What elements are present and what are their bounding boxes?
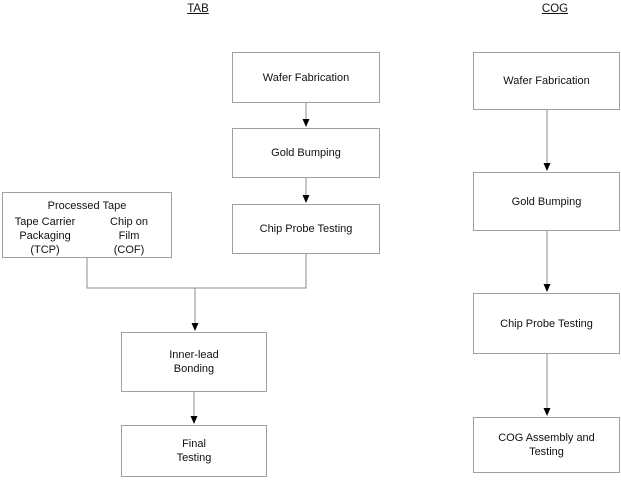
node-cog-chip-probe-testing: Chip Probe Testing <box>473 293 620 354</box>
arrowhead-tab-wafer-to-gold <box>302 119 310 127</box>
arrowhead-tab-innerlead-to-final <box>190 416 198 424</box>
node-label: Chip Probe Testing <box>259 223 353 235</box>
tab-column-heading: TAB <box>187 3 209 15</box>
node-label: Inner-lead Bonding <box>169 349 219 375</box>
arrowhead-cog-gold-to-chip <box>543 284 551 292</box>
processed-tape-option-tcp: Tape Carrier Packaging (TCP) <box>14 216 76 256</box>
node-tab-wafer-fabrication: Wafer Fabrication <box>232 52 380 103</box>
connector-tab-merge <box>86 254 307 289</box>
node-tab-inner-lead-bonding: Inner-lead Bonding <box>121 332 267 392</box>
node-cog-wafer-fabrication: Wafer Fabrication <box>473 52 620 110</box>
node-tab-chip-probe-testing: Chip Probe Testing <box>232 204 380 254</box>
cog-column-heading: COG <box>541 3 569 15</box>
node-label: Chip Probe Testing <box>500 317 593 330</box>
node-tab-processed-tape: Processed Tape Tape Carrier Packaging (T… <box>2 192 172 258</box>
node-cog-gold-bumping: Gold Bumping <box>473 172 620 231</box>
node-label: Gold Bumping <box>511 195 582 208</box>
node-label: Gold Bumping <box>271 147 341 159</box>
node-label: Final Testing <box>176 438 212 464</box>
arrowhead-tab-gold-to-chip <box>302 195 310 203</box>
node-tab-final-testing: Final Testing <box>121 425 267 477</box>
node-label: Wafer Fabrication <box>262 71 350 84</box>
node-label: Wafer Fabrication <box>503 75 590 87</box>
arrowhead-cog-wafer-to-gold <box>543 163 551 171</box>
arrowhead-tab-merge-to-innerlead <box>191 323 199 331</box>
node-tab-gold-bumping: Gold Bumping <box>232 128 380 178</box>
processed-tape-options: Tape Carrier Packaging (TCP) Chip on Fil… <box>3 215 171 257</box>
arrowhead-cog-chip-to-assembly <box>543 408 551 416</box>
processed-tape-title: Processed Tape <box>47 200 127 212</box>
node-cog-assembly-and-testing: COG Assembly and Testing <box>473 417 620 473</box>
processed-tape-option-cof: Chip on Film (COF) <box>110 216 148 256</box>
node-label: COG Assembly and Testing <box>498 432 595 458</box>
